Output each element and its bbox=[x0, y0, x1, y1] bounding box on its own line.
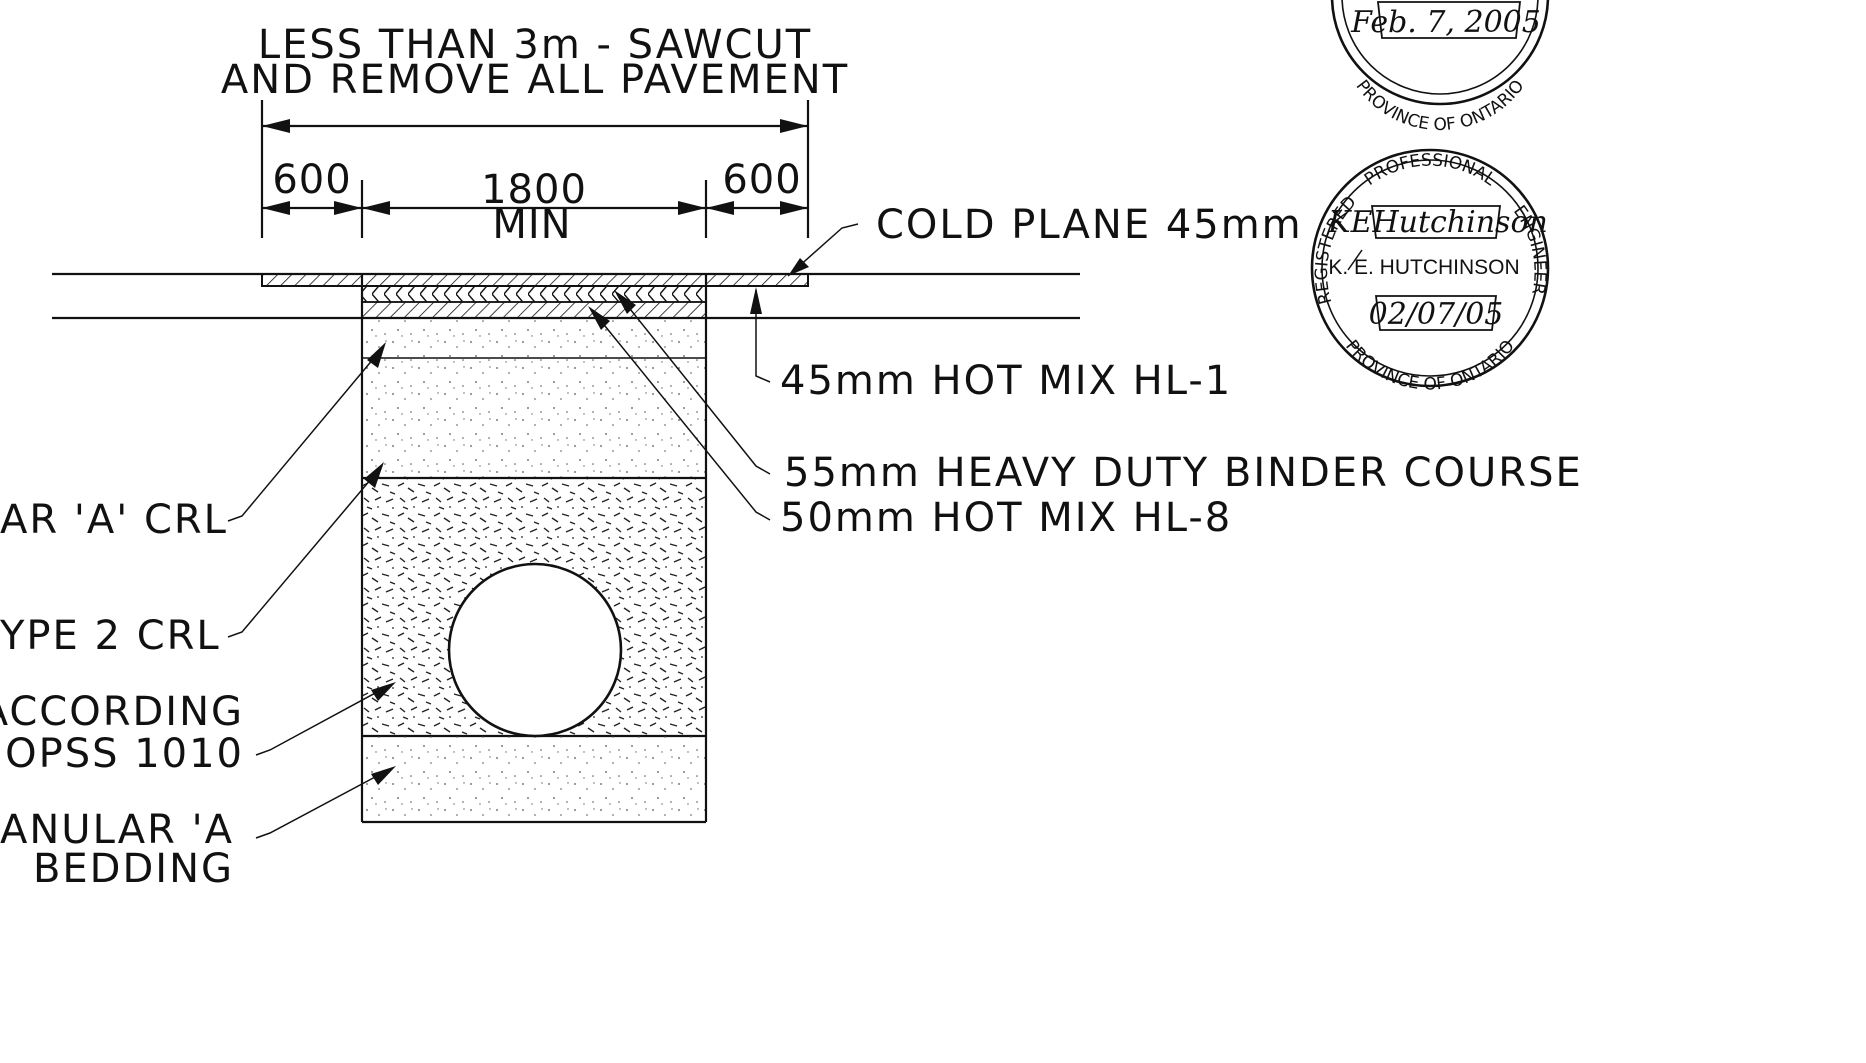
dim-left: 600 bbox=[272, 157, 351, 203]
type-2-leader bbox=[227, 462, 384, 638]
dim-center-sub: MIN bbox=[492, 202, 571, 248]
bedding-layer bbox=[362, 736, 706, 822]
callout-backfill-2: OPSS 1010 bbox=[5, 731, 244, 777]
hl8-leader bbox=[588, 306, 771, 521]
callout-hot-mix-hl8: 50mm HOT MIX HL-8 bbox=[780, 495, 1232, 541]
binder-course-leader bbox=[614, 290, 771, 475]
seal-engineer-name: K. E. HUTCHINSON bbox=[1328, 256, 1519, 279]
hl1-leader bbox=[750, 287, 771, 383]
seal-date: 02/07/05 bbox=[1369, 297, 1504, 332]
header-line-2: AND REMOVE ALL PAVEMENT bbox=[221, 57, 849, 103]
seal-signature: KEHutchinson bbox=[1327, 205, 1548, 240]
header-line-1: LESS THAN 3m - SAWCUT bbox=[258, 22, 812, 68]
engineer-seal: PROFESSIONAL REGISTERED ENGINEER KEHutch… bbox=[1310, 148, 1550, 395]
callout-granular-a: AR 'A' CRL bbox=[0, 497, 228, 543]
backfill-leader bbox=[255, 682, 396, 756]
callout-binder-course: 55mm HEAVY DUTY BINDER COURSE bbox=[784, 450, 1583, 496]
svg-text:PROVINCE OF ONTARIO: PROVINCE OF ONTARIO bbox=[1341, 336, 1519, 394]
bedding-leader bbox=[255, 766, 396, 839]
callout-bedding-2: BEDDING bbox=[33, 846, 234, 892]
stamp-top-date: Feb. 7, 2005 bbox=[1350, 5, 1541, 40]
seal-arc-top: PROFESSIONAL bbox=[1361, 150, 1500, 190]
pipe bbox=[447, 562, 623, 738]
segment-dimensions bbox=[262, 180, 808, 238]
dim-center: 1800 bbox=[481, 167, 587, 213]
callout-backfill-1: L ACCORDING bbox=[0, 689, 244, 735]
callout-hot-mix-hl1: 45mm HOT MIX HL-1 bbox=[780, 358, 1232, 404]
hl8-layer bbox=[361, 301, 707, 319]
granular-a-layer bbox=[362, 318, 706, 478]
overall-dimension bbox=[260, 100, 810, 238]
callout-bedding-1: RANULAR 'A bbox=[0, 807, 234, 853]
cold-plane-leader bbox=[787, 223, 859, 277]
seal-province: PROVINCE OF ONTARIO bbox=[1341, 336, 1519, 394]
callout-cold-plane: COLD PLANE 45mm bbox=[876, 202, 1303, 248]
callout-type-2: YPE 2 CRL bbox=[0, 613, 221, 659]
dim-right: 600 bbox=[722, 157, 801, 203]
binder-course-layer bbox=[361, 285, 707, 303]
province-stamp-top: Feb. 7, 2005 PROVINCE OF ONTARIO bbox=[1330, 0, 1550, 135]
granular-a-leader bbox=[227, 342, 386, 522]
svg-text:PROFESSIONAL: PROFESSIONAL bbox=[1361, 150, 1500, 190]
cold-plane-layer bbox=[261, 273, 809, 287]
